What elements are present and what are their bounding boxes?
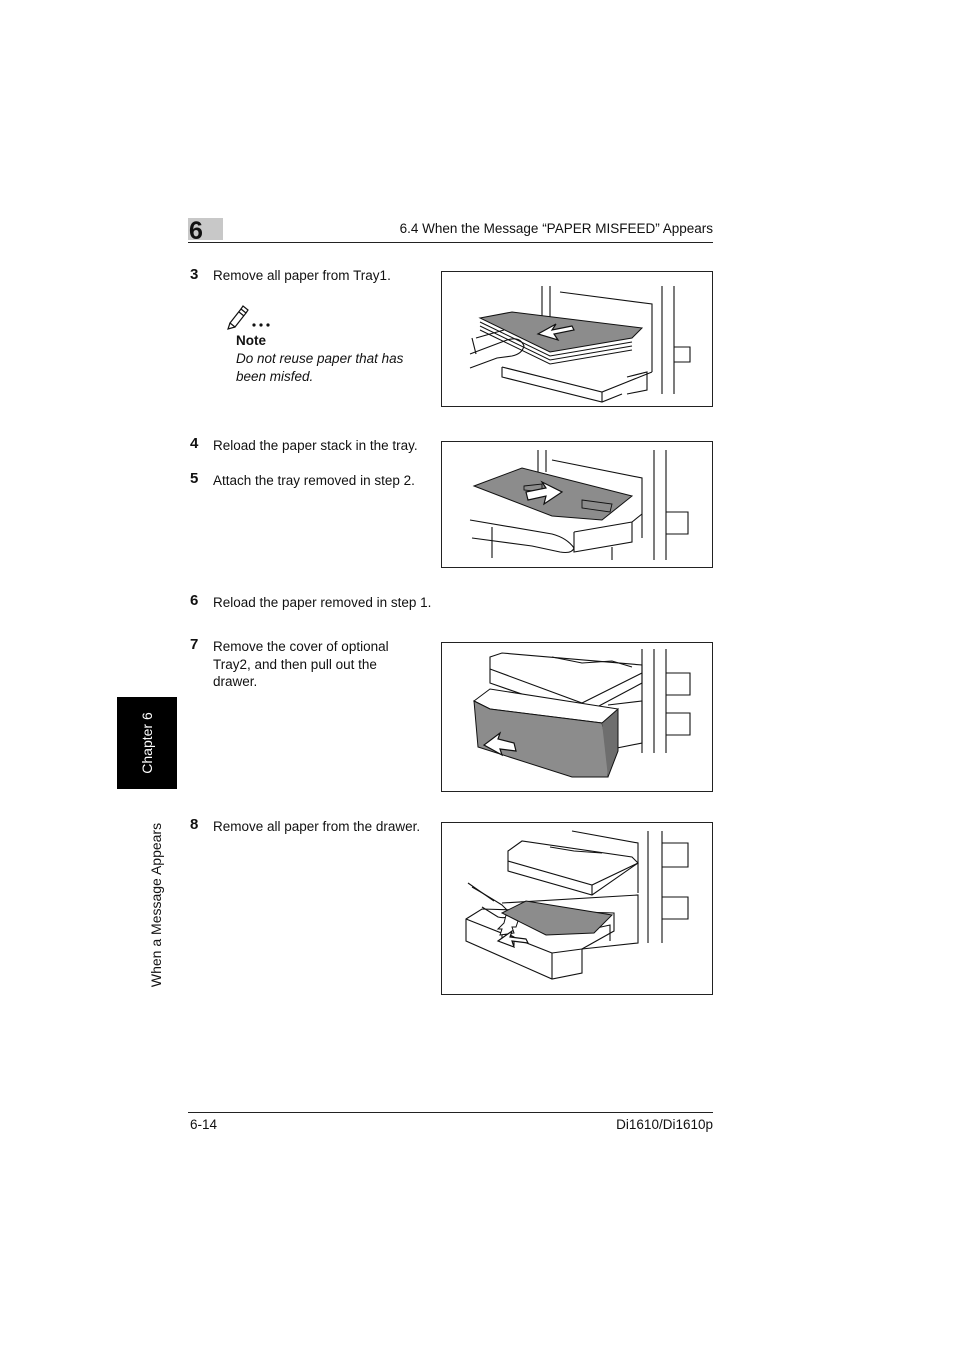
note-line-2: been misfed. [236,369,314,384]
footer-divider [188,1112,713,1113]
step-6-text: Reload the paper removed in step 1. [213,594,431,612]
figure-pull-out-tray2 [441,642,713,792]
figure-remove-paper-drawer [441,822,713,995]
step-3-line-1: Remove all paper from Tray1. [213,268,391,283]
chapter-tab [117,697,177,789]
step-7-line-3: drawer. [213,674,258,689]
step-8-text: Remove all paper from the drawer. [213,818,420,836]
step-8-number: 8 [190,816,199,833]
hand-removing-paper-illustration [465,830,689,980]
pencil-note-icon [226,304,276,330]
figure-reload-paper-tray [441,441,713,568]
step-5-text: Attach the tray removed in step 2. [213,472,415,490]
step-4-line-1: Reload the paper stack in the tray. [213,438,418,453]
step-3-number: 3 [190,266,199,283]
note-text: Do not reuse paper that has been misfed. [236,350,436,386]
section-title: 6.4 When the Message “PAPER MISFEED” App… [399,221,713,236]
figure-remove-paper-tray1 [441,271,713,407]
drawer-pull-illustration [473,649,691,778]
chapter-number: 6 [189,217,203,245]
chapter-tab-label: Chapter 6 [139,712,155,774]
step-8-line-1: Remove all paper from the drawer. [213,819,421,834]
step-6-line-1: Reload the paper removed in step 1. [213,595,432,610]
step-3-text: Remove all paper from Tray1. [213,267,391,285]
step-7-line-1: Remove the cover of optional [213,639,389,654]
hand-pulling-paper-illustration [469,286,691,403]
chapter-number-box [188,218,223,240]
note-line-1: Do not reuse paper that has [236,351,404,366]
page-number: 6-14 [190,1117,218,1132]
section-side-label: When a Message Appears [148,822,164,988]
step-7-text: Remove the cover of optional Tray2, and … [213,638,389,691]
model-name: Di1610/Di1610p [616,1117,713,1132]
step-4-text: Reload the paper stack in the tray. [213,437,418,455]
step-7-line-2: Tray2, and then pull out the [213,656,377,672]
step-7-number: 7 [190,636,199,653]
note-title: Note [236,333,266,348]
step-6-number: 6 [190,592,199,609]
step-4-number: 4 [190,435,199,452]
step-5-line-1: Attach the tray removed in step 2. [213,473,415,488]
step-5-number: 5 [190,470,199,487]
hand-inserting-paper-illustration [469,450,689,560]
header-divider [188,242,713,243]
